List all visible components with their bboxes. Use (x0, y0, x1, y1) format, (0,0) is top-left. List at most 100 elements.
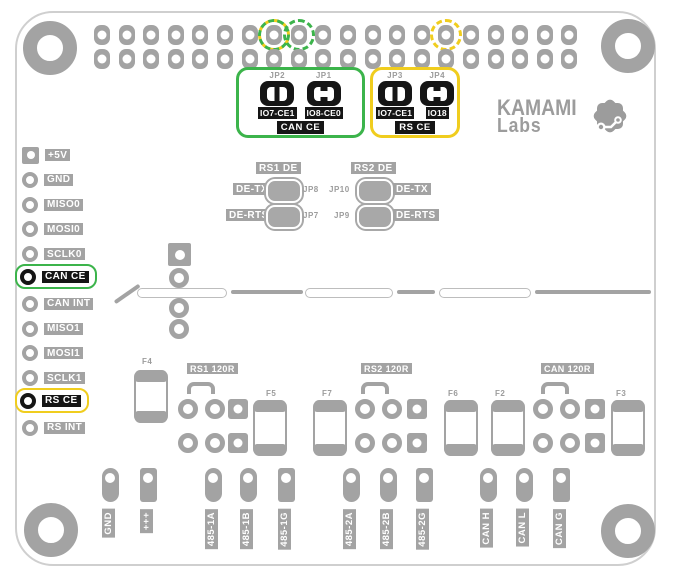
can-ce-title: CAN CE (276, 121, 325, 134)
rs2-de-tx-label: DE-TX (393, 183, 431, 195)
header-hole (561, 25, 578, 45)
pin-row-rs-ce: RS CE (15, 388, 89, 413)
pin-row-sclk0: SCLK0 (22, 245, 85, 263)
jp7-label: JP7 (303, 211, 319, 220)
terminal-label-can-l: CAN L (516, 509, 529, 547)
pin-pad (22, 320, 38, 337)
can-120r-label: CAN 120R (541, 363, 594, 374)
jp2-label: JP2 (269, 71, 286, 80)
pin-pad-square (22, 146, 39, 164)
rs1-term-pad (178, 399, 198, 419)
rs-ce-title: RS CE (395, 121, 435, 134)
terminal-pad-485-2a (342, 468, 360, 502)
pin-row-sclk1: SCLK1 (22, 369, 85, 387)
header-hole (339, 49, 356, 69)
can-term-pad (560, 433, 580, 453)
header-hole (282, 19, 315, 51)
fuse-f3-label: F3 (616, 389, 627, 398)
terminal-label-485-1a: 485-1A (205, 509, 218, 550)
rs1-term-pad (205, 433, 225, 453)
rs2-120r-label: RS2 120R (361, 363, 412, 374)
terminal-label-485-1g: 485-1G (278, 509, 291, 550)
header-hole (536, 49, 553, 69)
jp8-pad (266, 179, 302, 203)
header-hole (143, 25, 160, 45)
pin-label-sclk1: SCLK1 (44, 372, 85, 385)
jumper-jp1: JP1 IO8-CE0 (304, 71, 343, 119)
rs1-term-pad-square (228, 399, 248, 419)
terminal-pad-plus (139, 468, 157, 502)
terminal-pad-can-l (515, 468, 533, 502)
pin-pad (22, 419, 38, 436)
pin-label-gnd: GND (44, 173, 74, 186)
logo-line2: Labs (497, 115, 542, 138)
fuse-f2-label: F2 (495, 389, 506, 398)
terminal-pad-485-1g (277, 468, 295, 502)
pin-pad (22, 246, 38, 263)
header-hole (536, 25, 553, 45)
pin-label-can-ce: CAN CE (42, 270, 89, 283)
jp8-label: JP8 (303, 185, 319, 194)
pin-row-miso1: MISO1 (22, 320, 84, 338)
pin-row-can-int: CAN INT (22, 295, 94, 313)
jp4-closed-jumper-icon (420, 81, 455, 106)
pin-pad-black (20, 392, 36, 409)
mounting-hole-bottom-left (24, 503, 78, 557)
rs2-120r-bracket (361, 382, 389, 394)
slot-outline (305, 288, 393, 298)
rs1-de-rts-label: DE-RTS (226, 209, 272, 221)
terminal-pad-485-2b (379, 468, 397, 502)
rs1-term-pad (205, 399, 225, 419)
can-term-pad (533, 433, 553, 453)
pin-row-mosi0: MOSI0 (22, 220, 84, 238)
pin-label-sclk0: SCLK0 (44, 248, 85, 261)
rs2-term-pad (355, 399, 375, 419)
jp10-label: JP10 (329, 185, 350, 194)
slot-fill (535, 290, 651, 294)
header-hole (241, 49, 258, 69)
header-hole (118, 25, 135, 45)
pin-row-can-ce: CAN CE (15, 264, 97, 289)
jp3-open-jumper-icon (378, 81, 412, 106)
jp1-signal-label: IO8-CE0 (304, 107, 343, 119)
terminal-label-485-2a: 485-2A (343, 509, 356, 550)
jp9-label: JP9 (334, 211, 350, 220)
header-hole (315, 25, 332, 45)
terminal-label-485-1b: 485-1B (240, 509, 253, 550)
can-ce-highlight-ring: CAN CE (15, 264, 97, 289)
jumper-jp2: JP2 IO7-CE1 (258, 71, 297, 119)
pin-label-can-int: CAN INT (44, 297, 94, 310)
terminal-label-plus: +++ (140, 509, 153, 534)
header-hole (167, 49, 184, 69)
pin-label-mosi0: MOSI0 (44, 223, 84, 236)
header-hole (94, 25, 110, 45)
rs1-de-title: RS1 DE (256, 162, 301, 174)
mid-pad-square (168, 243, 191, 266)
jp3-signal-label: IO7-CE1 (375, 107, 415, 119)
rs2-term-pad (382, 399, 402, 419)
jumper-box-rs-ce: JP3 IO7-CE1 JP4 IO18 RS CE (370, 67, 460, 138)
slot-fill (231, 290, 303, 294)
fuse-f2 (491, 400, 525, 456)
terminal-pad-gnd (101, 468, 119, 502)
can-term-pad-square (585, 433, 605, 453)
header-hole (413, 25, 430, 45)
header-hole (487, 25, 504, 45)
can-term-pad-square (585, 399, 605, 419)
pin-row-rs-int: RS INT (22, 419, 86, 437)
slot-outline (439, 288, 531, 298)
jumper-box-can-ce: JP2 IO7-CE1 JP1 IO8-CE0 CAN CE (236, 67, 365, 138)
pin-label-rs-ce: RS CE (42, 394, 81, 407)
terminal-pad-can-h (479, 468, 497, 502)
jp2-open-jumper-icon (260, 81, 295, 106)
header-hole (561, 49, 578, 69)
mid-pad-round (169, 268, 189, 288)
pin-pad (22, 221, 38, 238)
fuse-f4 (134, 370, 168, 423)
header-hole (389, 49, 406, 69)
pin-pad-black (20, 268, 36, 285)
pin-label-rs-int: RS INT (44, 421, 86, 434)
jp2-signal-label: IO7-CE1 (258, 107, 297, 119)
rs-ce-highlight-ring: RS CE (15, 388, 89, 413)
